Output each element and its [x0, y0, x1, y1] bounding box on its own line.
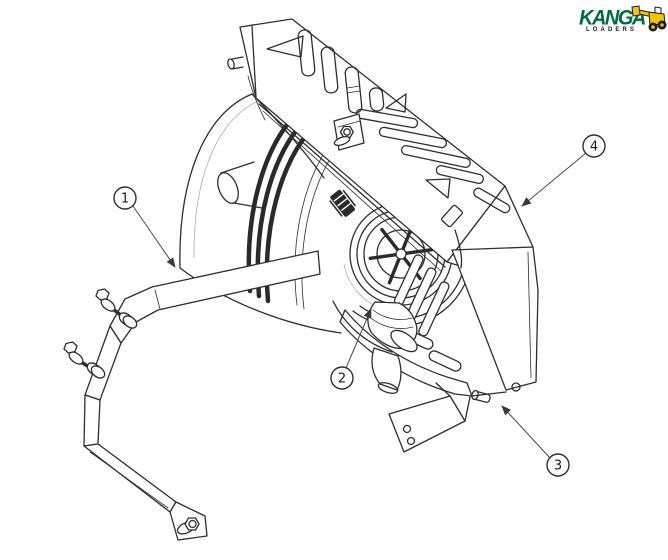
callout-4-label: 4 — [590, 140, 598, 155]
callout-2-label: 2 — [338, 372, 346, 387]
callout-2-balloon — [330, 366, 354, 390]
callout-3: 3 — [501, 405, 570, 477]
band-latch — [329, 189, 357, 217]
dust-ejector — [332, 300, 418, 394]
mount-bolt-lower — [63, 341, 106, 379]
callout-4: 4 — [521, 134, 606, 207]
mount-arm — [63, 250, 321, 541]
loader-icon — [631, 5, 667, 32]
mounting-flap — [388, 395, 466, 453]
retainer-rod — [247, 75, 266, 121]
callout-3-balloon — [546, 453, 570, 477]
kanga-logo: KANGA LOADERS — [579, 5, 667, 43]
mount-bolt-upper — [95, 288, 138, 329]
callout-1-label: 1 — [121, 192, 129, 207]
upper-clamp-bracket — [333, 113, 365, 151]
callout-2: 2 — [330, 308, 372, 390]
rim-latch — [441, 204, 463, 269]
inlet-cone — [217, 161, 263, 209]
lower-saddle-bracket — [339, 309, 507, 453]
callout-1: 1 — [113, 186, 176, 268]
guard-plate — [227, 18, 539, 392]
side-plate — [451, 246, 539, 392]
brand-text: KANGA — [579, 5, 646, 30]
brand-subtext: LOADERS — [586, 27, 638, 33]
arm-end-plate — [169, 501, 208, 541]
callout-1-balloon — [113, 186, 137, 210]
callout-4-balloon — [582, 134, 606, 158]
callout-3-label: 3 — [554, 459, 562, 474]
tab-bolt — [227, 56, 244, 70]
